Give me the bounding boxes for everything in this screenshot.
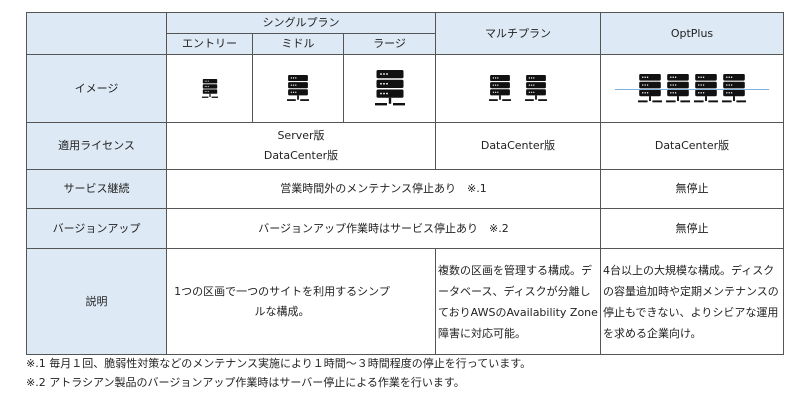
plan-comparison-table: シングルプラン マルチプラン OptPlus エントリー ミドル ラージ イメー… xyxy=(26,12,784,355)
connection-line xyxy=(615,88,769,90)
header-middle: ミドル xyxy=(252,33,344,55)
header-entry: エントリー xyxy=(166,33,253,55)
server-icon xyxy=(722,73,746,104)
server-icon xyxy=(638,73,662,104)
license-single-server: Server版 xyxy=(277,129,325,142)
row-label-version: バージョンアップ xyxy=(26,208,167,249)
server-icon xyxy=(666,73,690,104)
footnote-1: ※.1 毎月１回、脆弱性対策などのメンテナンス実施により１時間～３時間程度の停止… xyxy=(26,357,532,370)
version-optplus: 無停止 xyxy=(600,208,784,249)
row-label-image: イメージ xyxy=(26,54,167,123)
row-label-service: サービス継続 xyxy=(26,169,167,209)
license-single-datacenter: DataCenter版 xyxy=(263,149,339,162)
row-label-license: 適用ライセンス xyxy=(26,122,167,170)
header-optplus: OptPlus xyxy=(600,12,784,55)
server-icon xyxy=(287,74,309,103)
server-icon xyxy=(374,69,405,108)
version-single-multi: バージョンアップ作業時はサービス停止あり ※.2 xyxy=(166,208,601,249)
server-icon xyxy=(525,74,547,103)
corner-cell xyxy=(26,12,167,55)
header-large: ラージ xyxy=(343,33,436,55)
license-multi: DataCenter版 xyxy=(435,122,601,170)
license-optplus: DataCenter版 xyxy=(600,122,784,170)
header-single-plan: シングルプラン xyxy=(166,12,436,34)
server-icon xyxy=(201,78,218,99)
footnote-2: ※.2 アトラシアン製品のバージョンアップ作業時はサーバー停止による作業を行いま… xyxy=(26,376,465,389)
service-optplus: 無停止 xyxy=(600,169,784,209)
server-icon xyxy=(694,73,718,104)
server-icon xyxy=(489,74,511,103)
header-multi-plan: マルチプラン xyxy=(435,12,601,55)
footnotes: ※.1 毎月１回、脆弱性対策などのメンテナンス実施により１時間～３時間程度の停止… xyxy=(26,354,531,392)
row-label-description: 説明 xyxy=(26,248,167,355)
description-optplus: 4台以上の大規模な構成。ディスクの容量追加時や定期メンテナンスの停止もできない、… xyxy=(600,248,784,355)
description-multi: 複数の区画を管理する構成。データベース、ディスクが分離しておりAWSのAvail… xyxy=(435,248,601,355)
service-single-multi: 営業時間外のメンテナンス停止あり ※.1 xyxy=(166,169,601,209)
description-single: 1つの区画で一つのサイトを利用するシンプルな構成。 xyxy=(166,248,436,355)
